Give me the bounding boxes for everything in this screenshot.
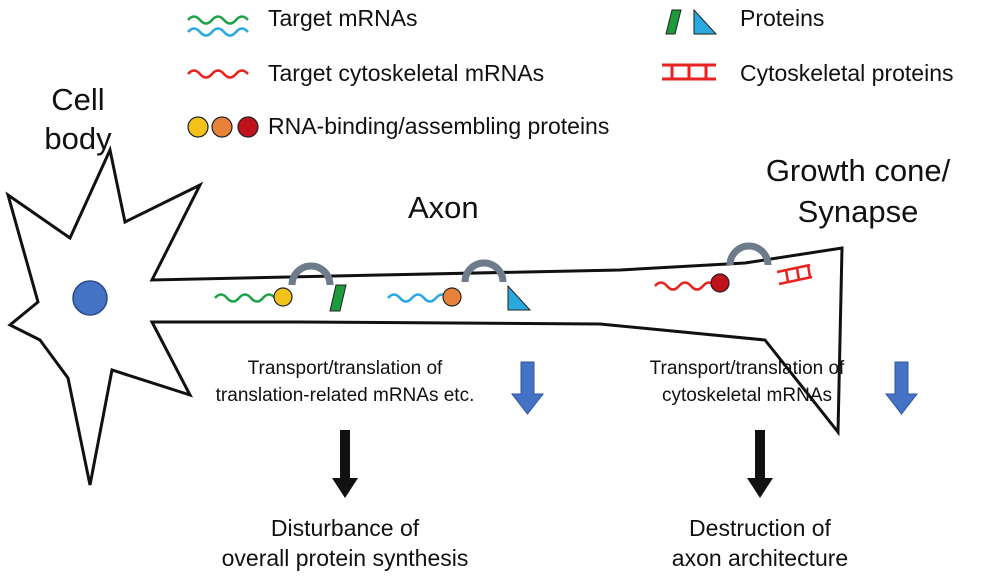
black-down-arrow-left — [332, 430, 358, 498]
blue-down-arrow-right — [884, 361, 919, 415]
legend-label-rna-binding-proteins: RNA-binding/assembling proteins — [268, 113, 610, 139]
outcome-left-line2: overall protein synthesis — [221, 545, 469, 571]
legend-label-target-cytoskeletal-mrnas: Target cytoskeletal mRNAs — [268, 60, 545, 86]
axon-ribosome-1 — [288, 262, 334, 286]
axon-cytoskeletal-protein — [776, 263, 813, 286]
process-right-line2: cytoskeletal mRNAs — [662, 385, 832, 406]
axon-green-mrna — [214, 293, 276, 303]
process-left-line2: translation-related mRNAs etc. — [215, 385, 475, 406]
legend-label-target-mrnas: Target mRNAs — [268, 5, 418, 31]
axon-ribosome-3 — [726, 242, 772, 266]
label-growth-cone-line1: Growth cone/ — [765, 153, 951, 188]
legend-red-mrna-wave — [187, 69, 249, 79]
axon-ribosome-2 — [461, 259, 507, 283]
process-right-line1: Transport/translation of — [649, 358, 845, 379]
axon-red-mrna — [654, 281, 716, 291]
outcome-right-line2: axon architecture — [671, 545, 849, 571]
outcome-left-line1: Disturbance of — [270, 515, 420, 541]
legend-red-rbp — [237, 116, 259, 138]
axon-green-protein — [329, 284, 347, 312]
axon-blue-mrna — [387, 293, 449, 303]
label-axon: Axon — [408, 190, 479, 225]
blue-down-arrow-left — [510, 361, 545, 415]
legend-label-proteins: Proteins — [740, 5, 825, 31]
nucleus — [72, 280, 108, 316]
outcome-right-line1: Destruction of — [689, 515, 831, 541]
axon-orange-rbp — [442, 287, 462, 307]
axon-blue-protein — [507, 284, 532, 311]
label-growth-cone-line2: Synapse — [797, 194, 919, 229]
legend-cytoskeletal-protein — [662, 63, 716, 81]
label-cell-body-line1: Cell — [51, 82, 105, 117]
legend-blue-mrna-wave — [187, 27, 249, 37]
label-cell-body-line2: body — [44, 121, 112, 156]
neuron-outline — [5, 145, 844, 486]
legend-blue-protein — [693, 8, 718, 35]
legend-green-mrna-wave — [187, 15, 249, 25]
axon-red-rbp — [710, 273, 730, 293]
legend-yellow-rbp — [187, 116, 209, 138]
legend-label-cytoskeletal-proteins: Cytoskeletal proteins — [740, 60, 954, 86]
process-left-line1: Transport/translation of — [247, 358, 443, 379]
legend-green-protein — [665, 9, 682, 35]
black-down-arrow-right — [747, 430, 773, 498]
legend-orange-rbp — [211, 116, 233, 138]
axon-yellow-rbp — [273, 287, 293, 307]
